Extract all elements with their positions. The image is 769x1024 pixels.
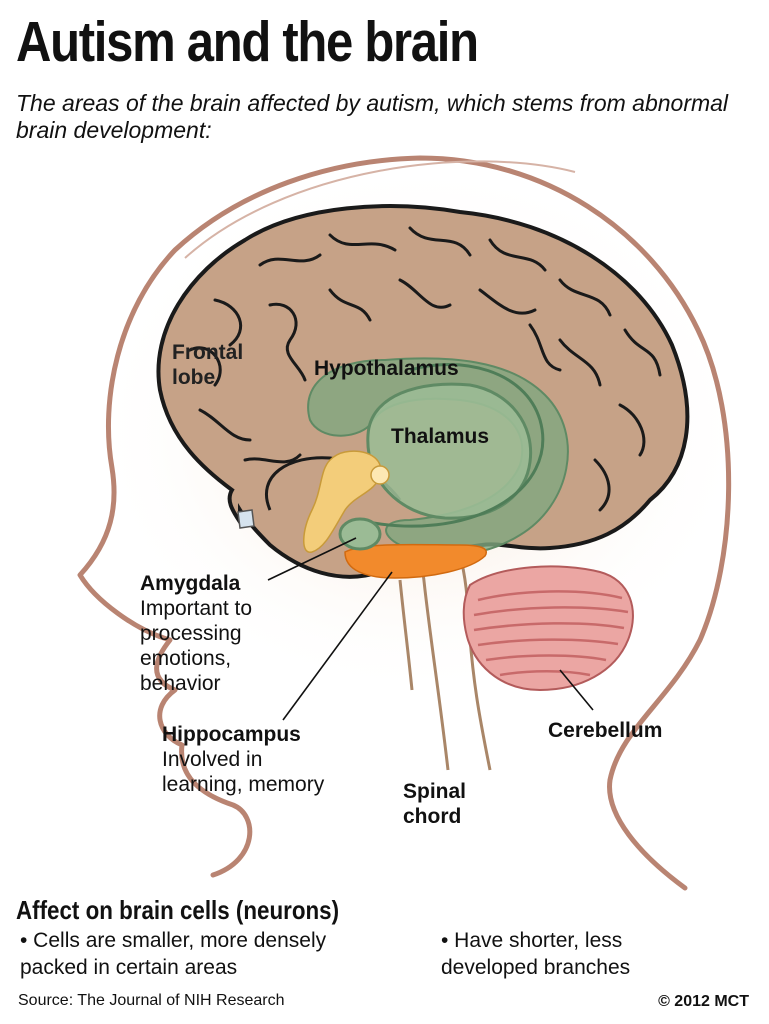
leader-lines — [267, 537, 594, 721]
label-frontal-lobe: Frontal lobe — [172, 341, 244, 389]
amygdala-desc-3: emotions, — [140, 647, 232, 670]
hippocampus-region — [344, 543, 487, 579]
copyright-credit: © 2012 MCT — [658, 993, 749, 1010]
amygdala-desc-1: Important to — [140, 597, 253, 620]
thalamus-region — [366, 382, 533, 520]
amygdala-region — [338, 517, 382, 551]
label-hippocampus: Hippocampus Involved in learning, memory — [162, 722, 324, 797]
label-thalamus: Thalamus — [391, 425, 490, 448]
neurons-bullet-1: • Cells are smaller, more densely packed… — [20, 929, 327, 979]
head-profile-outline — [77, 155, 732, 891]
hippocampus-name: Hippocampus — [162, 723, 301, 746]
page-subtitle: The areas of the brain affected by autis… — [16, 90, 729, 143]
hippocampus-desc-1: Involved in — [162, 748, 263, 771]
brain-gyri — [188, 226, 662, 512]
amygdala-desc-4: behavior — [140, 672, 221, 695]
label-amygdala: Amygdala Important to processing emotion… — [140, 571, 252, 696]
label-hypothalamus: Hypothalamus — [314, 357, 459, 380]
amygdala-desc-2: processing — [140, 622, 242, 645]
source-line: Source: The Journal of NIH Research — [18, 992, 285, 1009]
neurons-bullet-2: • Have shorter, less developed branches — [441, 929, 631, 979]
hippocampus-desc-2: learning, memory — [162, 773, 325, 796]
page-title: Autism and the brain — [16, 10, 479, 74]
cerebellum-region — [462, 565, 634, 692]
label-spinal-chord: Spinal chord — [403, 780, 467, 828]
amygdala-name: Amygdala — [140, 572, 241, 595]
neurons-heading: Affect on brain cells (neurons) — [16, 895, 340, 925]
label-cerebellum: Cerebellum — [548, 719, 663, 742]
